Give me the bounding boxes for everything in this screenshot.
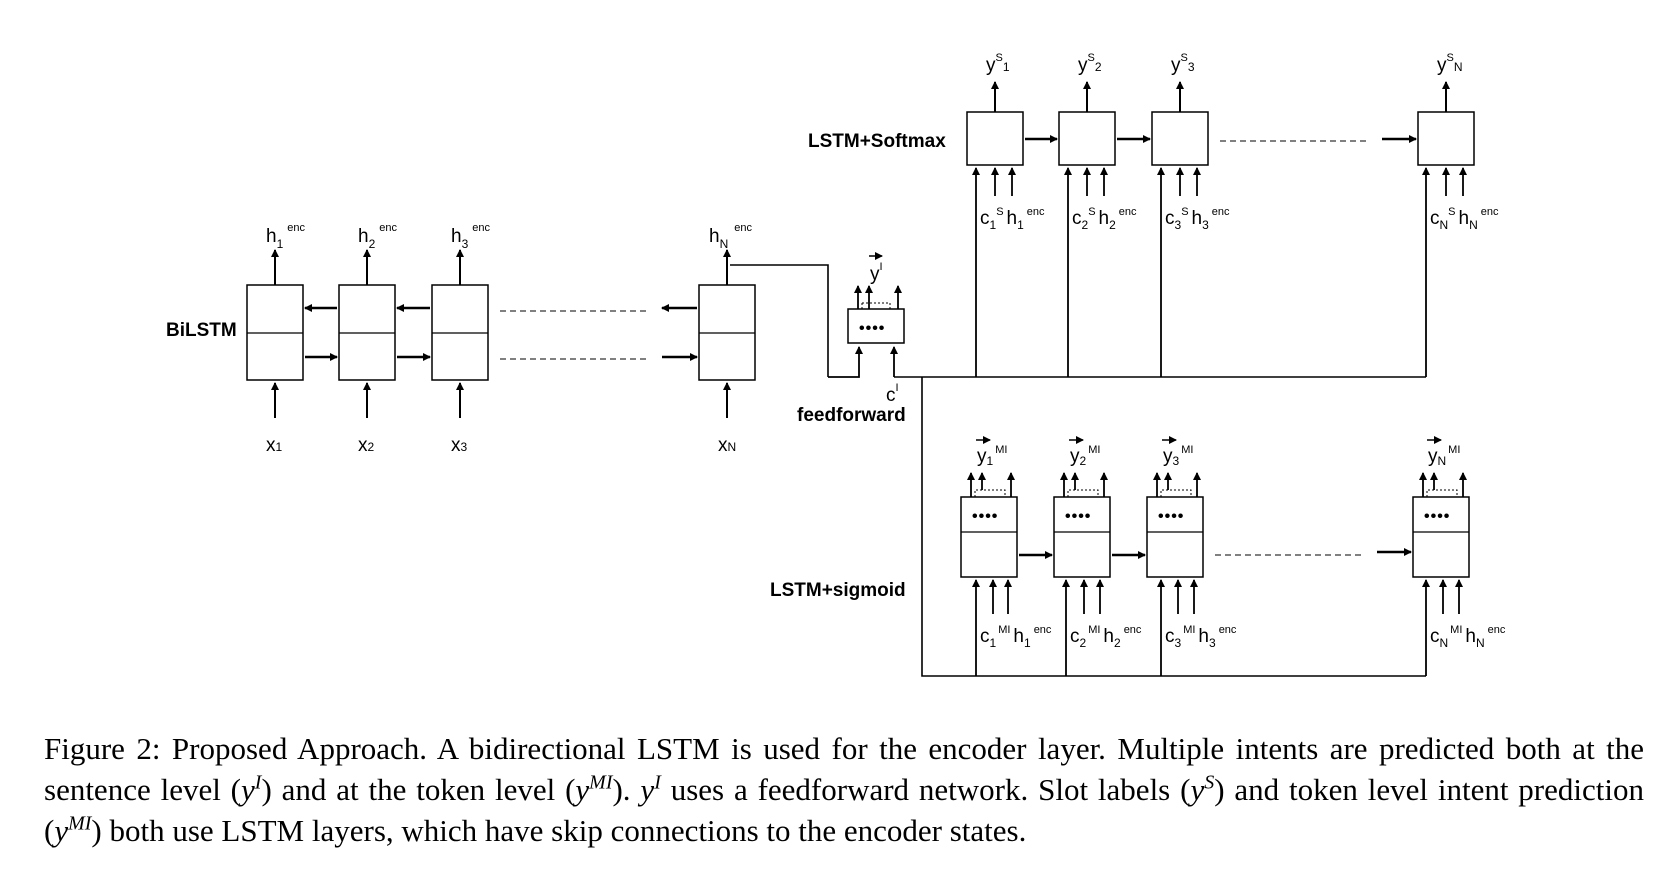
label-yS2: yS2	[1078, 52, 1102, 76]
token-intent-cell-3: ••••	[1146, 496, 1204, 578]
label-h2-enc: h2enc	[358, 222, 398, 251]
lstm-sigmoid-label: LSTM+sigmoid	[770, 580, 906, 601]
bilstm-cell-2	[338, 284, 396, 381]
svg-text:••••: ••••	[972, 508, 998, 525]
encoder-connection-lines	[730, 264, 1426, 677]
label-yS3: yS3	[1171, 52, 1195, 76]
slot-input-arrows	[972, 167, 1467, 377]
label-h1-enc: h1enc	[266, 222, 306, 251]
svg-text:••••: ••••	[1065, 508, 1091, 525]
label-xn: xN	[718, 435, 736, 456]
label-hn-enc: hNenc	[709, 222, 752, 251]
token-intent-input-arrows	[972, 579, 1463, 676]
label-y1MI: y1MI	[977, 444, 1007, 468]
label-yNMI: yNMI	[1428, 444, 1460, 468]
feedforward-box: ••••	[847, 302, 905, 344]
label-x2: x2	[358, 435, 375, 456]
label-yS1: yS1	[986, 52, 1010, 76]
label-x3: x3	[451, 435, 468, 456]
bilstm-cell-1	[246, 284, 304, 381]
bilstm-input-arrows	[271, 382, 731, 418]
feedforward-dots: ••••	[859, 320, 885, 337]
diagram-canvas: BiLSTM	[166, 52, 1506, 677]
slot-cell-1	[966, 111, 1024, 166]
bilstm-output-arrows	[271, 249, 731, 285]
bilstm-cell-n	[698, 284, 756, 381]
slot-output-arrows	[991, 81, 1450, 112]
label-ySN: ySN	[1437, 52, 1463, 76]
architecture-diagram: BiLSTM	[166, 52, 1506, 677]
figure-caption: Figure 2: Proposed Approach. A bidirecti…	[44, 731, 1644, 848]
token-intent-cell-1: ••••	[960, 496, 1018, 578]
svg-text:••••: ••••	[1158, 508, 1184, 525]
token-intent-dotted-brackets	[974, 489, 1458, 497]
feedforward-label: feedforward	[797, 405, 906, 426]
token-intent-cell-2: ••••	[1053, 496, 1111, 578]
feedforward-arrows	[828, 285, 902, 378]
slot-cell-n	[1417, 111, 1475, 166]
slot-cell-3	[1151, 111, 1209, 166]
label-yI: yI	[870, 261, 883, 285]
token-intent-output-arrows	[967, 472, 1467, 497]
slot-cell-2	[1058, 111, 1116, 166]
label-h3-enc: h3enc	[451, 222, 491, 251]
label-x1: x1	[266, 435, 283, 456]
token-intent-cell-n: ••••	[1412, 496, 1470, 578]
bilstm-cell-3	[431, 284, 489, 381]
bilstm-label: BiLSTM	[166, 320, 237, 341]
lstm-softmax-label: LSTM+Softmax	[808, 131, 946, 152]
label-cI: cI	[886, 382, 899, 406]
svg-text:••••: ••••	[1424, 508, 1450, 525]
token-intent-recurrent-arrows	[1019, 548, 1412, 559]
label-y2MI: y2MI	[1070, 444, 1100, 468]
bilstm-dashed-lines	[500, 310, 650, 360]
label-y3MI: y3MI	[1163, 444, 1193, 468]
